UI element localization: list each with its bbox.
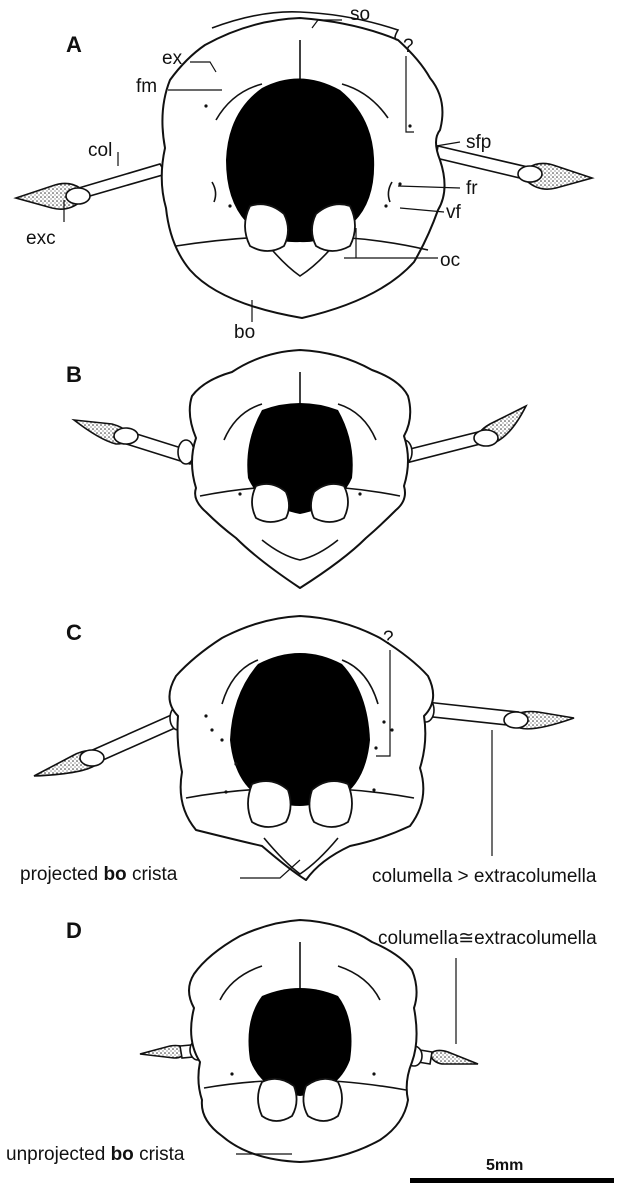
foramen-magnum-d bbox=[249, 988, 352, 1096]
panel-label-b: B bbox=[66, 362, 82, 387]
label-ex: ex bbox=[162, 48, 183, 69]
label-question-c: ? bbox=[383, 628, 394, 649]
label-so: so bbox=[350, 4, 370, 25]
panel-a: A bbox=[16, 4, 592, 343]
panel-d: D columella≅extracolumella unprojected b… bbox=[6, 918, 597, 1165]
label-question-a: ? bbox=[403, 36, 414, 57]
label-col: col bbox=[88, 140, 112, 161]
condyle-left-a bbox=[245, 204, 288, 251]
panel-b: B bbox=[66, 350, 526, 588]
condyle-right-c bbox=[309, 781, 352, 827]
condyle-right-a bbox=[312, 204, 355, 251]
scale-bar-line bbox=[410, 1178, 614, 1183]
panel-label-a: A bbox=[66, 32, 82, 57]
label-oc: oc bbox=[440, 250, 460, 271]
label-vf: vf bbox=[446, 202, 462, 223]
panel-c: C ? projecte bbox=[20, 616, 597, 887]
condyle-right-d bbox=[303, 1079, 342, 1121]
scale-bar-label: 5mm bbox=[486, 1157, 523, 1174]
condyle-left-b bbox=[252, 484, 289, 522]
foramen-magnum-c bbox=[230, 653, 370, 806]
label-exc: exc bbox=[26, 228, 56, 249]
annotation-columella-gt: columella > extracolumella bbox=[372, 866, 597, 887]
condyle-right-b bbox=[311, 484, 348, 522]
stapes-right-d bbox=[406, 1046, 478, 1066]
label-fm: fm bbox=[136, 76, 157, 97]
annotation-unprojected: unprojected bo crista bbox=[6, 1144, 185, 1165]
label-bo: bo bbox=[234, 322, 255, 343]
stapes-left-a bbox=[16, 164, 166, 209]
condyle-left-d bbox=[258, 1079, 297, 1121]
condyle-left-c bbox=[248, 781, 291, 827]
label-fr: fr bbox=[466, 178, 478, 199]
annotation-columella-approx: columella≅extracolumella bbox=[378, 928, 597, 949]
label-sfp: sfp bbox=[466, 132, 491, 153]
stapes-right-a bbox=[436, 146, 592, 189]
annotation-projected: projected bo crista bbox=[20, 864, 178, 885]
stapes-left-c bbox=[34, 706, 186, 776]
panel-label-c: C bbox=[66, 620, 82, 645]
stapes-right-c bbox=[418, 698, 574, 729]
scale-bar: 5mm bbox=[410, 1157, 614, 1183]
panel-label-d: D bbox=[66, 918, 82, 943]
stapes-right-b bbox=[396, 406, 526, 464]
stapes-left-b bbox=[74, 420, 194, 464]
